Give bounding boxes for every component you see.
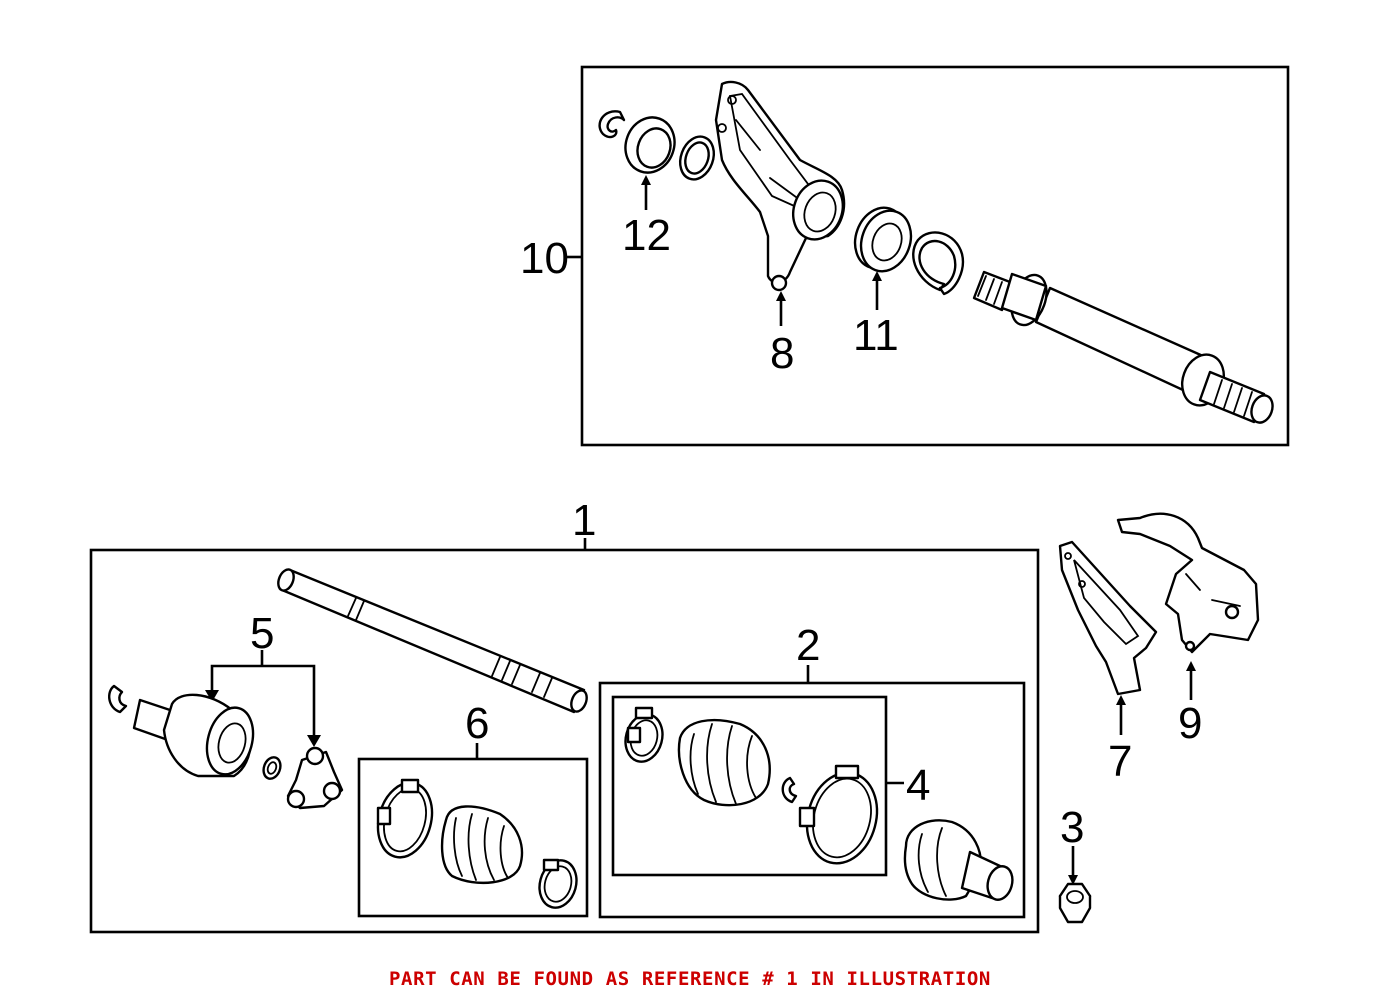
ref10-label: 10 — [520, 234, 569, 283]
bearing-11 — [853, 206, 913, 273]
ref1-label: 1 — [572, 496, 596, 545]
snap-ring-small — [598, 110, 626, 139]
axle-shaft — [277, 568, 588, 714]
ref6-label: 6 — [465, 699, 489, 748]
hex-nut — [1058, 882, 1092, 924]
inner-boot-kit-frame — [357, 757, 589, 918]
support-bracket-7 — [1058, 540, 1158, 696]
ref7-label: 7 — [1108, 737, 1132, 786]
o-ring — [678, 135, 716, 181]
ref2-label: 2 — [796, 621, 820, 670]
tripod-spider — [286, 746, 344, 810]
ref11-label: 11 — [853, 311, 899, 360]
axle-assembly-frame — [89, 548, 1040, 934]
ref3-label: 3 — [1060, 803, 1084, 852]
outer-cv-joint — [903, 819, 1014, 901]
ref8-label: 8 — [770, 329, 794, 378]
outer-joint-frame — [598, 681, 1026, 919]
oil-seal-12 — [624, 116, 676, 174]
intermediate-shaft — [972, 270, 1274, 424]
circlip-large — [912, 231, 965, 296]
spacer-ring — [262, 756, 282, 780]
ref5-label: 5 — [250, 609, 274, 658]
reference-note: PART CAN BE FOUND AS REFERENCE # 1 IN IL… — [389, 968, 991, 990]
ref9-label: 9 — [1178, 699, 1202, 748]
inner-boot-kit — [376, 778, 578, 909]
ref12-label: 12 — [622, 211, 671, 260]
outer-boot-kit-frame — [611, 695, 888, 877]
inner-joint-housing — [108, 684, 255, 778]
ref4-label: 4 — [906, 761, 930, 810]
heat-shield-9 — [1116, 512, 1260, 654]
bearing-support-bracket — [714, 80, 846, 292]
outer-boot-kit — [624, 706, 879, 865]
